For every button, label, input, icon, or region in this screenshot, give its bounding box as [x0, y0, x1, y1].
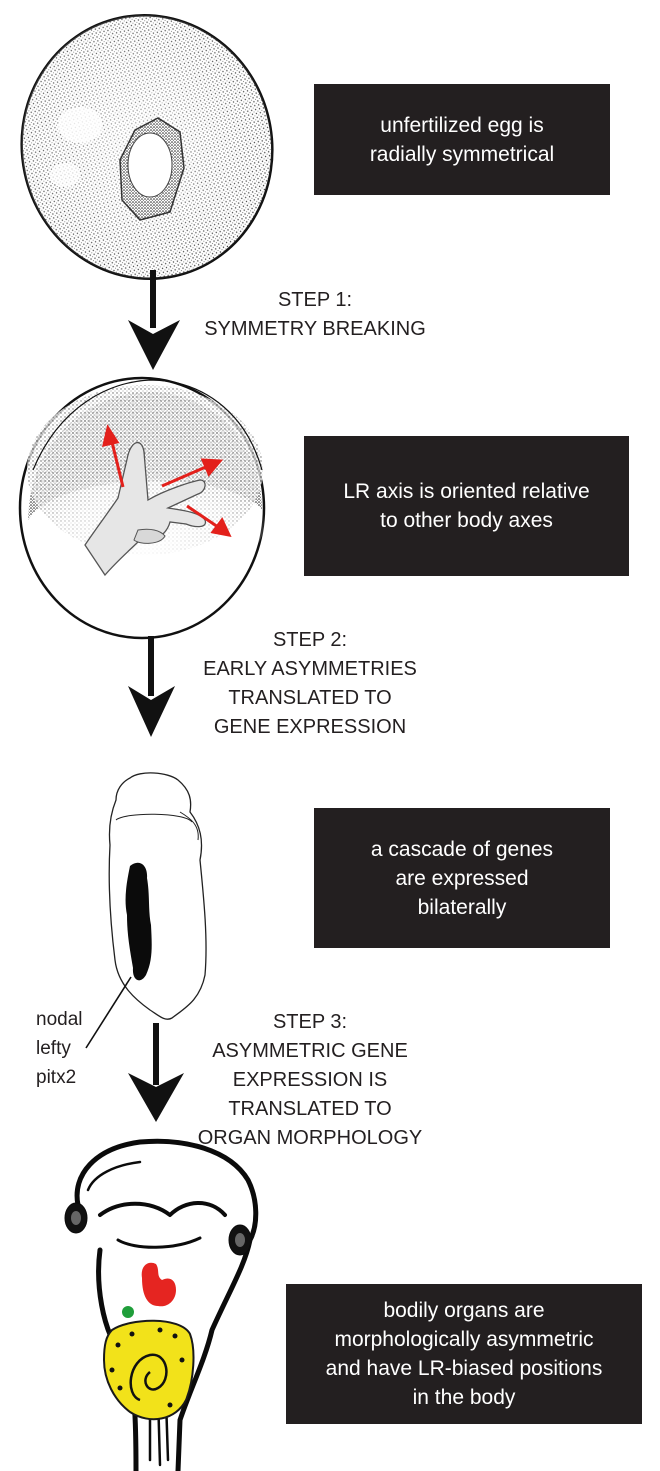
- caption-line: morphologically asymmetric: [334, 1328, 594, 1351]
- step-line: TRANSLATED TO: [228, 1098, 392, 1120]
- caption-line: radially symmetrical: [369, 142, 555, 166]
- gallbladder-organ: [122, 1306, 134, 1318]
- gut-organ: [102, 1319, 195, 1421]
- step-line: ASYMMETRIC GENE: [212, 1040, 408, 1062]
- step-2-label: STEP 2: EARLY ASYMMETRIES TRANSLATED TO …: [190, 626, 430, 742]
- step-line: ORGAN MORPHOLOGY: [197, 1127, 423, 1149]
- red-axis-arrow-icon: [101, 424, 125, 488]
- caption-line: bodily organs are: [383, 1299, 545, 1322]
- gene-expression-stripe: [125, 862, 152, 981]
- caption-line: in the body: [412, 1386, 516, 1409]
- heart-organ: [141, 1262, 176, 1307]
- step2-down-arrow-icon: [128, 636, 175, 737]
- step-line: STEP 3:: [272, 1011, 348, 1033]
- right-eye: [228, 1224, 252, 1256]
- caption-box-organs: bodily organs are morphologically asymme…: [286, 1284, 642, 1424]
- egg-nucleus: [119, 117, 185, 221]
- step-line: EXPRESSION IS: [232, 1069, 388, 1091]
- step3-down-arrow-icon: [128, 1023, 184, 1122]
- step-line: STEP 1:: [277, 289, 353, 311]
- egg-light-spot: [58, 107, 102, 143]
- red-axis-arrow-icon: [186, 504, 232, 538]
- step-3-label: STEP 3: ASYMMETRIC GENE EXPRESSION IS TR…: [195, 1008, 425, 1153]
- left-eye: [64, 1202, 88, 1234]
- caption-line: LR axis is oriented relative: [343, 480, 590, 503]
- step-line: GENE EXPRESSION: [213, 716, 407, 738]
- caption-line: a cascade of genes: [370, 837, 554, 861]
- egg-light-spot: [50, 163, 80, 187]
- gene-label-nodal: nodal: [36, 1009, 83, 1030]
- gene-label-pitx2: pitx2: [36, 1067, 77, 1088]
- caption-line: unfertilized egg is: [380, 113, 544, 137]
- step1-down-arrow-icon: [128, 270, 180, 370]
- caption-box-egg: unfertilized egg is radially symmetrical: [314, 84, 610, 195]
- step-line: TRANSLATED TO: [228, 687, 392, 709]
- gene-labels: nodal lefty pitx2: [36, 1005, 83, 1092]
- caption-line: to other body axes: [380, 509, 553, 532]
- step-line: STEP 2:: [272, 629, 348, 651]
- hand-icon: [84, 441, 207, 577]
- gene-label-pointer: [85, 976, 132, 1049]
- caption-line: and have LR-biased positions: [325, 1357, 603, 1380]
- caption-line: bilaterally: [417, 895, 507, 919]
- caption-box-lr-axis: LR axis is oriented relative to other bo…: [304, 436, 629, 576]
- caption-box-gene-cascade: a cascade of genes are expressed bilater…: [314, 808, 610, 948]
- red-axis-arrow-icon: [161, 458, 224, 488]
- step-1-label: STEP 1: SYMMETRY BREAKING: [190, 286, 440, 344]
- egg-body: [20, 14, 274, 280]
- step-line: SYMMETRY BREAKING: [204, 318, 426, 340]
- tadpole-organs-illustration: [64, 1138, 259, 1471]
- hand-in-embryo-illustration: [18, 376, 266, 640]
- caption-line: are expressed: [395, 866, 529, 890]
- embryo-gene-expression-illustration: [85, 772, 207, 1049]
- gene-label-lefty: lefty: [36, 1038, 71, 1059]
- step-line: EARLY ASYMMETRIES: [203, 658, 417, 680]
